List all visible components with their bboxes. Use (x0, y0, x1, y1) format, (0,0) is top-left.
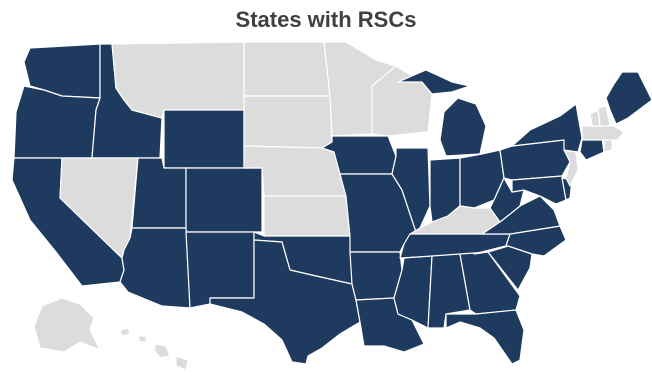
state-HI-2 (137, 335, 147, 343)
state-PA (499, 139, 571, 181)
state-HI-3 (153, 343, 171, 359)
state-MI-up (397, 69, 471, 95)
state-KS (263, 195, 351, 237)
state-FL (445, 309, 525, 365)
state-ND (243, 41, 331, 97)
state-AZ (119, 227, 191, 309)
state-CO (185, 167, 263, 233)
state-WI (371, 65, 433, 137)
state-SD (243, 95, 333, 149)
state-UT (131, 157, 187, 229)
state-CT (579, 137, 605, 161)
state-ME (605, 71, 652, 125)
state-MI (439, 97, 487, 157)
state-MA (581, 125, 625, 141)
state-NH (597, 105, 611, 127)
state-NC (473, 225, 567, 257)
state-MT (111, 41, 245, 119)
state-AK (33, 297, 101, 353)
map-title: States with RSCs (235, 7, 417, 32)
state-TX (209, 239, 361, 365)
state-HI-4 (175, 355, 189, 371)
state-HI-1 (119, 327, 131, 337)
state-OR (13, 85, 101, 159)
state-AR (349, 251, 403, 301)
state-WY (163, 109, 245, 169)
state-NM (185, 231, 255, 309)
